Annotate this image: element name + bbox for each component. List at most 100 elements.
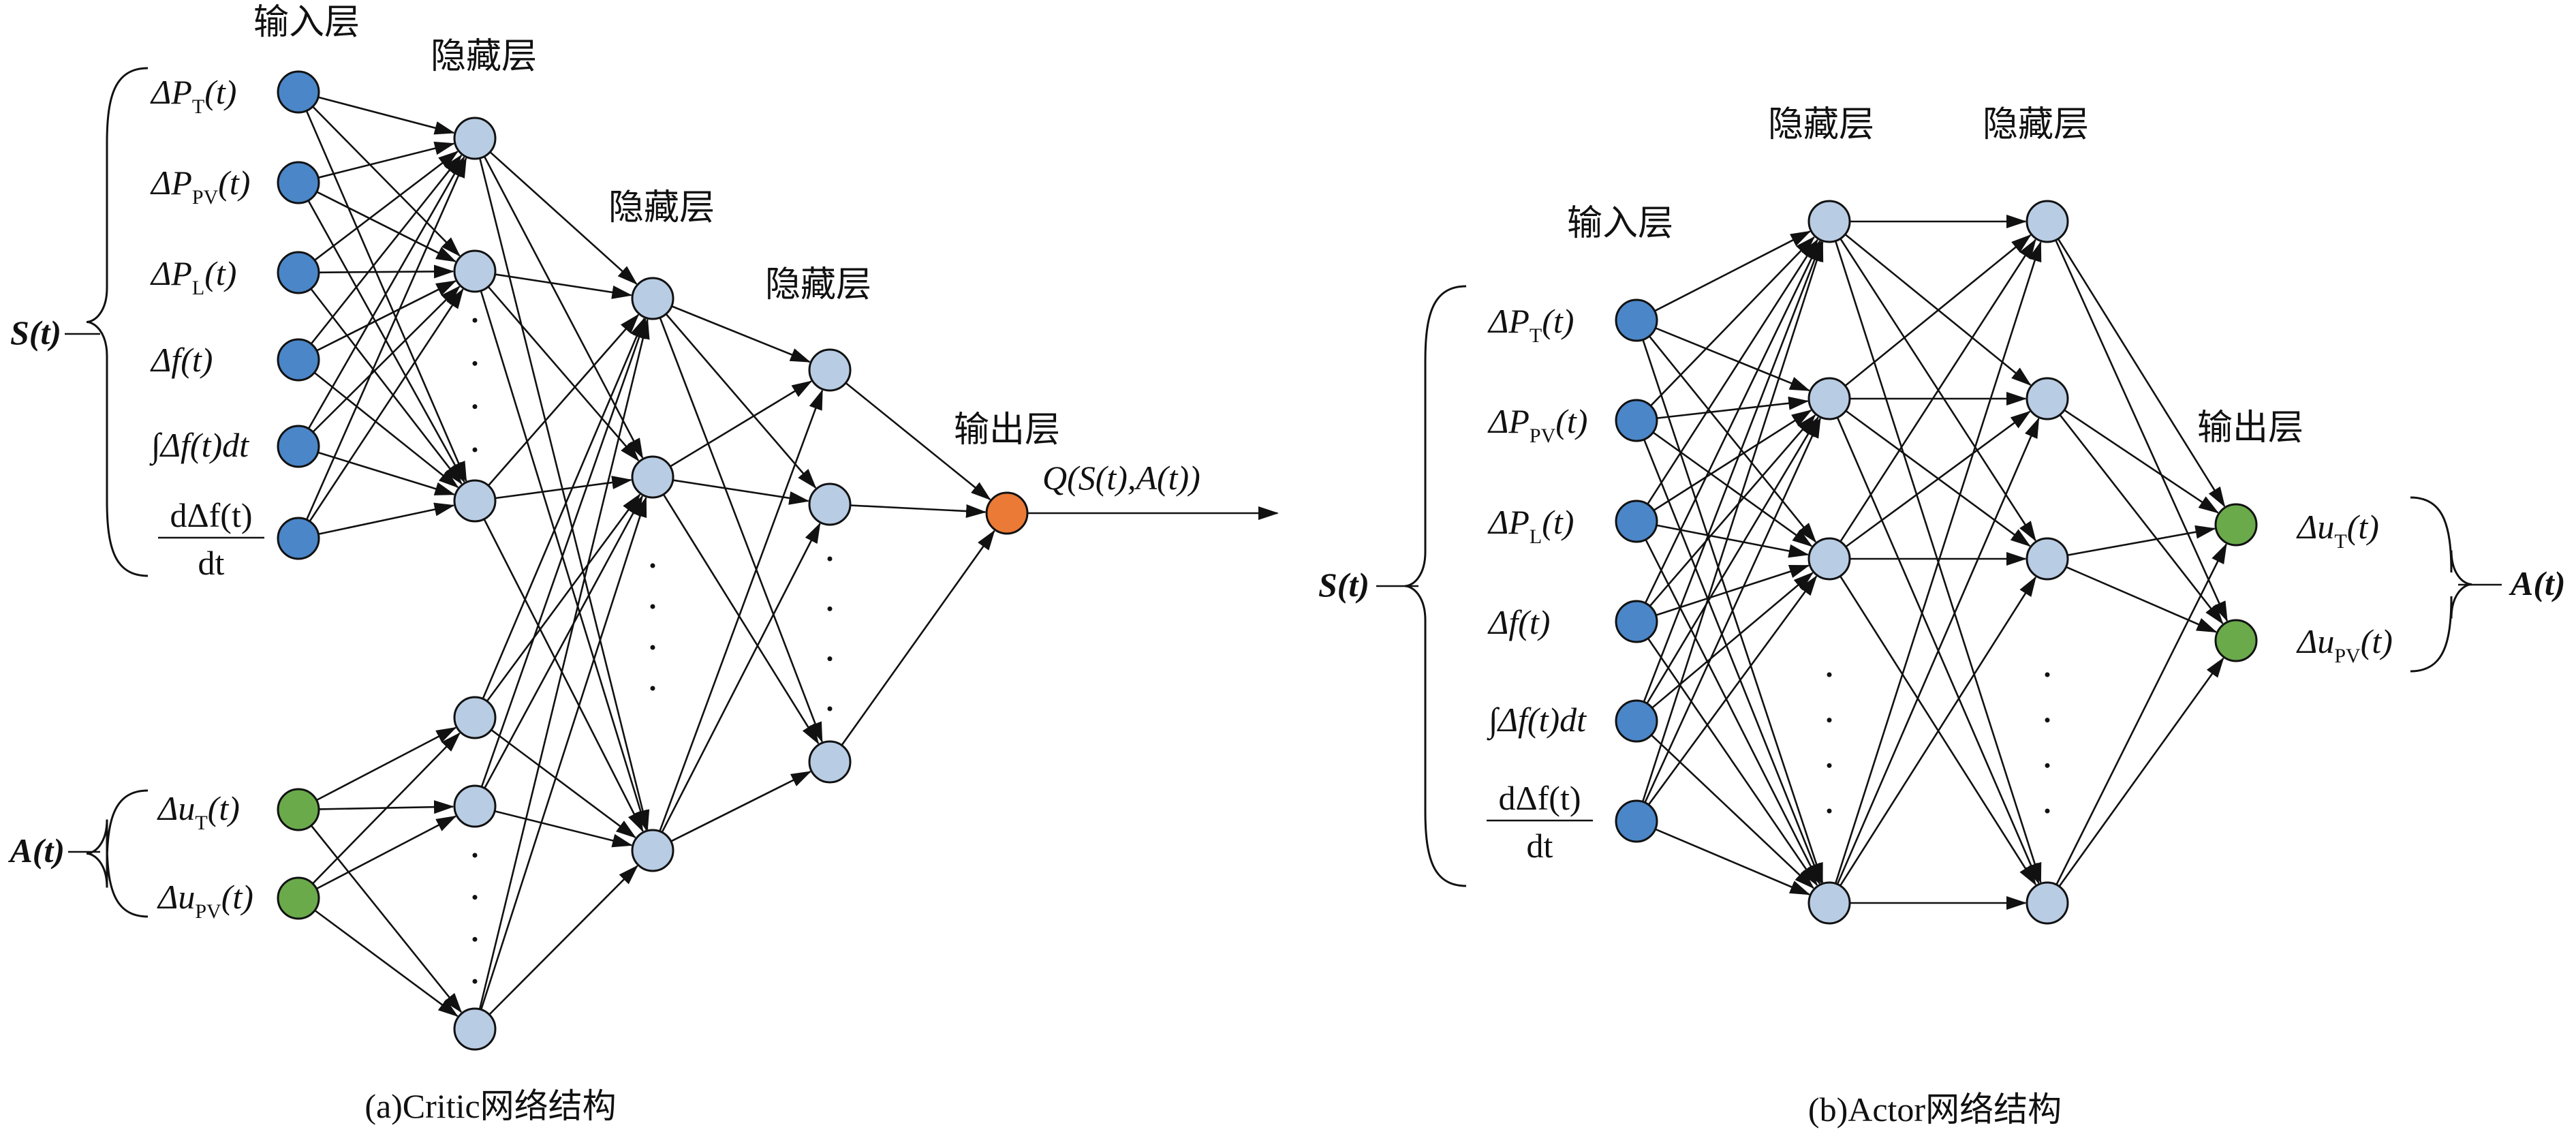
critic-input-hidden1-edge [313, 371, 459, 489]
critic-hidden1-hidden2-edge [480, 496, 647, 1010]
actor-hidden2-label: 隐藏层 [1983, 104, 2089, 145]
actor-hidden2-node [2026, 881, 2069, 925]
actor-state-input-node [1615, 298, 1658, 342]
actor-output-node [2214, 503, 2258, 547]
critic-input-hidden1-edge [307, 156, 465, 429]
critic-action-hidden1-edge [314, 909, 459, 1017]
critic-hidden1-ellipsis [472, 447, 478, 453]
critic-hidden2-ellipsis [650, 563, 655, 568]
actor-hidden2-output-edge [2057, 238, 2226, 508]
actor-input-hidden1-edge [1651, 572, 1814, 709]
critic-hidden1-hidden2-edge [489, 151, 638, 285]
critic-state-input-label-5-denominator: dt [198, 544, 225, 582]
critic-hidden1-hidden2-edge [494, 810, 633, 848]
critic-hidden1-hidden2-edge [479, 157, 650, 831]
critic-hidden2-hidden3-edge [659, 317, 823, 743]
critic-hidden1-hidden2-edge [495, 273, 633, 299]
critic-hidden1-node [453, 1007, 497, 1051]
critic-state-input-node [277, 251, 320, 294]
critic-state-input-label-2: ΔPL(t) [150, 254, 236, 299]
critic-action-hidden1-edge [312, 732, 461, 885]
actor-hidden2-ellipsis [2045, 718, 2050, 723]
critic-hidden1-node [453, 784, 497, 828]
critic-hidden2-hidden3-edge [662, 493, 820, 745]
critic-input-hidden1-edge [317, 451, 456, 495]
critic-hidden3-ellipsis [827, 706, 833, 711]
critic-hidden3-node [808, 740, 852, 784]
critic-input-hidden1-edge [309, 288, 464, 522]
actor-state-input-node [1615, 500, 1658, 543]
critic-hidden1-node [453, 117, 497, 160]
critic-input-layer-label: 输入层 [253, 2, 360, 43]
actor-input-hidden1-edge [1647, 638, 1818, 887]
actor-state-input-label-5-numerator: dΔf(t) [1499, 779, 1581, 817]
actor-input-hidden1-edge [1646, 416, 1819, 704]
actor-output-label-1: ΔuPV(t) [2296, 622, 2393, 667]
actor-output-label-0: ΔuT(t) [2296, 508, 2379, 553]
critic-hidden2-node [631, 455, 674, 499]
critic-action-input-node [277, 876, 320, 920]
critic-hidden1-ellipsis [472, 404, 478, 410]
critic-output-layer-label: 输出层 [954, 410, 1060, 450]
actor-hidden2-output-edge [2067, 525, 2216, 556]
critic-input-hidden1-edge [310, 154, 463, 345]
actor-hidden1-hidden2-edge [1844, 234, 2032, 387]
critic-input-hidden1-edge [305, 157, 467, 521]
critic-hidden3-node [808, 348, 852, 392]
critic-hidden2-label: 隐藏层 [608, 187, 715, 228]
critic-hidden2-ellipsis [650, 686, 655, 691]
critic-input-hidden1-edge [310, 288, 463, 485]
actor-input-hidden1-edge [1649, 414, 1816, 607]
critic-hidden1-node [453, 249, 497, 293]
actor-hidden1-node [1807, 881, 1851, 925]
actor-hidden2-ellipsis [2045, 808, 2050, 814]
critic-hidden1-hidden2-edge [482, 317, 645, 699]
critic-hidden3-ellipsis [827, 556, 833, 562]
critic-hidden3-ellipsis [827, 606, 833, 611]
actor-input-hidden1-edge [1641, 241, 1824, 802]
actor-input-hidden1-edge [1647, 575, 1818, 806]
actor-hidden1-node [1807, 537, 1851, 581]
actor-state-input-label-4: ∫Δf(t)dt [1487, 701, 1587, 741]
critic-state-input-label-3: Δf(t) [150, 341, 213, 379]
actor-input-hidden1-edge [1648, 335, 1817, 543]
actor-hidden2-output-edge [2058, 657, 2224, 887]
critic-state-input-node [277, 70, 320, 114]
neurons [277, 70, 2258, 1051]
critic-hidden1-ellipsis [472, 361, 478, 366]
actor-state-input-node [1615, 600, 1658, 643]
labels: 输入层隐藏层隐藏层隐藏层输出层Q(S(t),A(t))ΔPT(t)ΔPPV(t)… [7, 2, 2565, 1129]
critic-hidden2-hidden3-edge [659, 389, 824, 832]
actor-caption: (b)Actor网络结构 [1808, 1090, 2062, 1129]
critic-output-node [985, 491, 1029, 535]
actor-hidden1-hidden2-edge [1836, 417, 2040, 885]
critic-hidden3-output-edge [845, 382, 991, 501]
critic-hidden1-ellipsis [472, 318, 478, 323]
actor-input-hidden1-edge [1652, 431, 1813, 547]
critic-hidden1b-ellipsis [472, 936, 478, 942]
actor-input-hidden1-edge [1644, 417, 1821, 803]
actor-input-hidden1-edge [1654, 230, 1812, 312]
actor-input-hidden1-edge [1649, 236, 1816, 407]
critic-action-group-label: A(t) [7, 831, 65, 870]
actor-hidden2-output-edge [2066, 566, 2218, 633]
critic-hidden3-output-edge [850, 504, 987, 518]
actor-hidden1-hidden2-edge [1845, 410, 2031, 548]
critic-hidden1-hidden2-edge [480, 318, 647, 788]
critic-hidden2-ellipsis [650, 604, 655, 609]
critic-action-input-label-1: ΔuPV(t) [157, 878, 253, 923]
critic-hidden1-hidden2-edge [480, 290, 647, 831]
critic-hidden1b-ellipsis [472, 853, 478, 858]
actor-hidden2-node [2026, 377, 2069, 420]
actor-hidden2-ellipsis [2045, 763, 2050, 768]
critic-action-hidden1-edge [316, 726, 457, 801]
actor-state-input-label-5-denominator: dt [1527, 827, 1553, 865]
actor-state-input-node [1615, 799, 1658, 843]
critic-hidden1-hidden2-edge [483, 519, 644, 833]
critic-hidden2-ellipsis [650, 645, 655, 650]
critic-action-hidden1-edge [310, 825, 463, 1013]
ellipsis-dots [472, 318, 2050, 984]
critic-hidden3-label: 隐藏层 [765, 264, 871, 305]
critic-hidden1-hidden2-edge [486, 493, 641, 702]
